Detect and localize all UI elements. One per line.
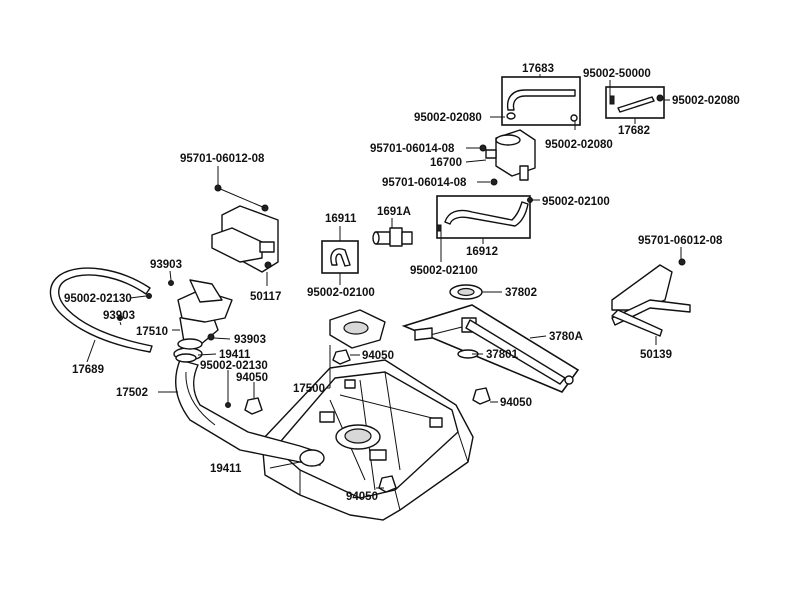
bracket-50117 xyxy=(211,184,279,273)
label-93903-c: 93903 xyxy=(234,334,266,346)
flange-plate xyxy=(329,309,386,349)
canister-16700 xyxy=(479,129,536,186)
label-94050-a: 94050 xyxy=(236,372,268,384)
fasteners xyxy=(117,280,231,408)
drain-tube xyxy=(49,267,153,353)
label-94050-d: 94050 xyxy=(346,491,378,503)
label-95002-02130-a: 95002-02130 xyxy=(64,293,132,305)
leader-lines xyxy=(86,74,682,489)
label-17683: 17683 xyxy=(522,63,554,75)
fuel-sender-3780A xyxy=(414,317,574,385)
label-16911: 16911 xyxy=(325,213,357,225)
label-94050-c: 94050 xyxy=(500,397,532,409)
label-17510: 17510 xyxy=(136,326,168,338)
label-37801: 37801 xyxy=(486,349,519,361)
kit-box-17683 xyxy=(501,76,581,126)
label-16700: 16700 xyxy=(430,157,462,169)
label-1691A: 1691A xyxy=(377,206,411,218)
label-95002-02100-b: 95002-02100 xyxy=(410,265,478,277)
hose-17682 xyxy=(609,94,664,113)
label-95701-06014-08-a: 95701-06014-08 xyxy=(370,143,455,155)
fuel-tank xyxy=(261,359,474,521)
label-95002-02080-c: 95002-02080 xyxy=(672,95,740,107)
label-17689: 17689 xyxy=(72,364,104,376)
kit-box-3780A xyxy=(401,304,580,393)
label-95701-06012-08-b: 95701-06012-08 xyxy=(638,235,723,247)
label-93903-a: 93903 xyxy=(150,259,182,271)
label-19411-a: 19411 xyxy=(219,349,251,361)
label-95002-02080-b: 95002-02080 xyxy=(545,139,613,151)
hose-16912 xyxy=(436,197,533,232)
label-17500: 17500 xyxy=(293,383,325,395)
label-16912: 16912 xyxy=(466,246,498,258)
label-19411-b: 19411 xyxy=(210,463,242,475)
label-50139: 50139 xyxy=(640,349,672,361)
label-50117: 50117 xyxy=(250,291,281,303)
label-95002-02080-a: 95002-02080 xyxy=(414,112,482,124)
label-17502: 17502 xyxy=(116,387,148,399)
part-labels: 17683 95002-50000 95002-02080 95002-0208… xyxy=(64,63,740,503)
label-95002-02100-c: 95002-02100 xyxy=(307,287,375,299)
label-94050-b: 94050 xyxy=(362,350,394,362)
bracket-50139 xyxy=(611,258,691,337)
filler-funnel xyxy=(173,279,233,361)
label-95701-06014-08-b: 95701-06014-08 xyxy=(382,177,467,189)
label-95002-02100-a: 95002-02100 xyxy=(542,196,610,208)
label-95002-50000: 95002-50000 xyxy=(583,68,651,80)
filler-neck-pipe xyxy=(175,359,325,467)
hose-16911 xyxy=(330,248,351,267)
valve-1691A xyxy=(372,227,413,247)
gasket-37802 xyxy=(449,284,483,300)
label-17682: 17682 xyxy=(618,125,650,137)
hose-17683 xyxy=(506,89,578,122)
label-3780A: 3780A xyxy=(549,331,583,343)
label-37802: 37802 xyxy=(505,287,537,299)
label-95002-02130-b: 95002-02130 xyxy=(200,360,268,372)
label-93903-b: 93903 xyxy=(103,310,135,322)
label-95701-06012-08-a: 95701-06012-08 xyxy=(180,153,265,165)
kit-box-16911 xyxy=(321,240,359,274)
